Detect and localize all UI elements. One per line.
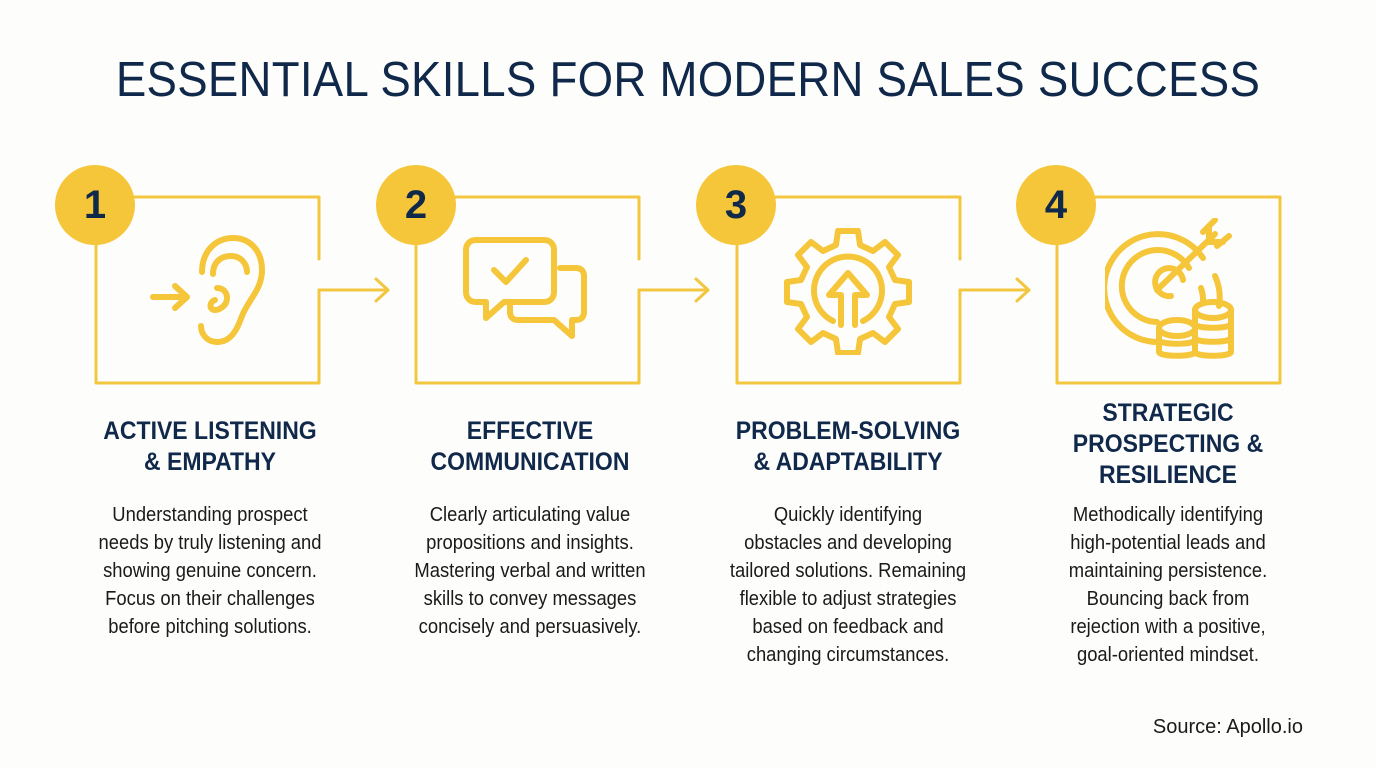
- step-heading-4: STRATEGIC PROSPECTING & RESILIENCE: [1072, 399, 1264, 489]
- connector-arrow-1-2: [317, 277, 390, 303]
- ear-with-arrow-icon: [150, 235, 265, 345]
- step-frame-2: [414, 195, 710, 385]
- chat-bubbles-check-icon: [463, 237, 587, 339]
- step-frame-4: [1055, 195, 1282, 385]
- connector-arrow-2-3: [637, 277, 710, 303]
- step-heading-2: EFFECTIVE COMMUNICATION: [430, 417, 630, 476]
- step-frame-3: [735, 195, 1031, 385]
- target-arrow-coins-icon: [1105, 218, 1234, 359]
- step-description-2: Clearly articulating value propositions …: [414, 504, 646, 638]
- step-frame-1: [94, 195, 390, 385]
- step-description-3: Quickly identifying obstacles and develo…: [729, 504, 967, 666]
- step-number-badge-4: 4: [1016, 165, 1096, 245]
- page-title: ESSENTIAL SKILLS FOR MODERN SALES SUCCES…: [115, 53, 1261, 107]
- step-number-badge-3: 3: [696, 165, 776, 245]
- step-description-4: Methodically identifying high-potential …: [1068, 504, 1268, 666]
- step-heading-1: ACTIVE LISTENING & EMPATHY: [103, 417, 317, 476]
- step-number-badge-2: 2: [376, 165, 456, 245]
- step-number-badge-1: 1: [55, 165, 135, 245]
- gear-arrow-up-icon: [784, 228, 912, 355]
- step-heading-3: PROBLEM-SOLVING & ADAPTABILITY: [735, 417, 961, 476]
- connector-arrow-3-4: [958, 277, 1031, 303]
- step-description-1: Understanding prospect needs by truly li…: [98, 504, 322, 638]
- source-credit: Source: Apollo.io: [1152, 716, 1303, 738]
